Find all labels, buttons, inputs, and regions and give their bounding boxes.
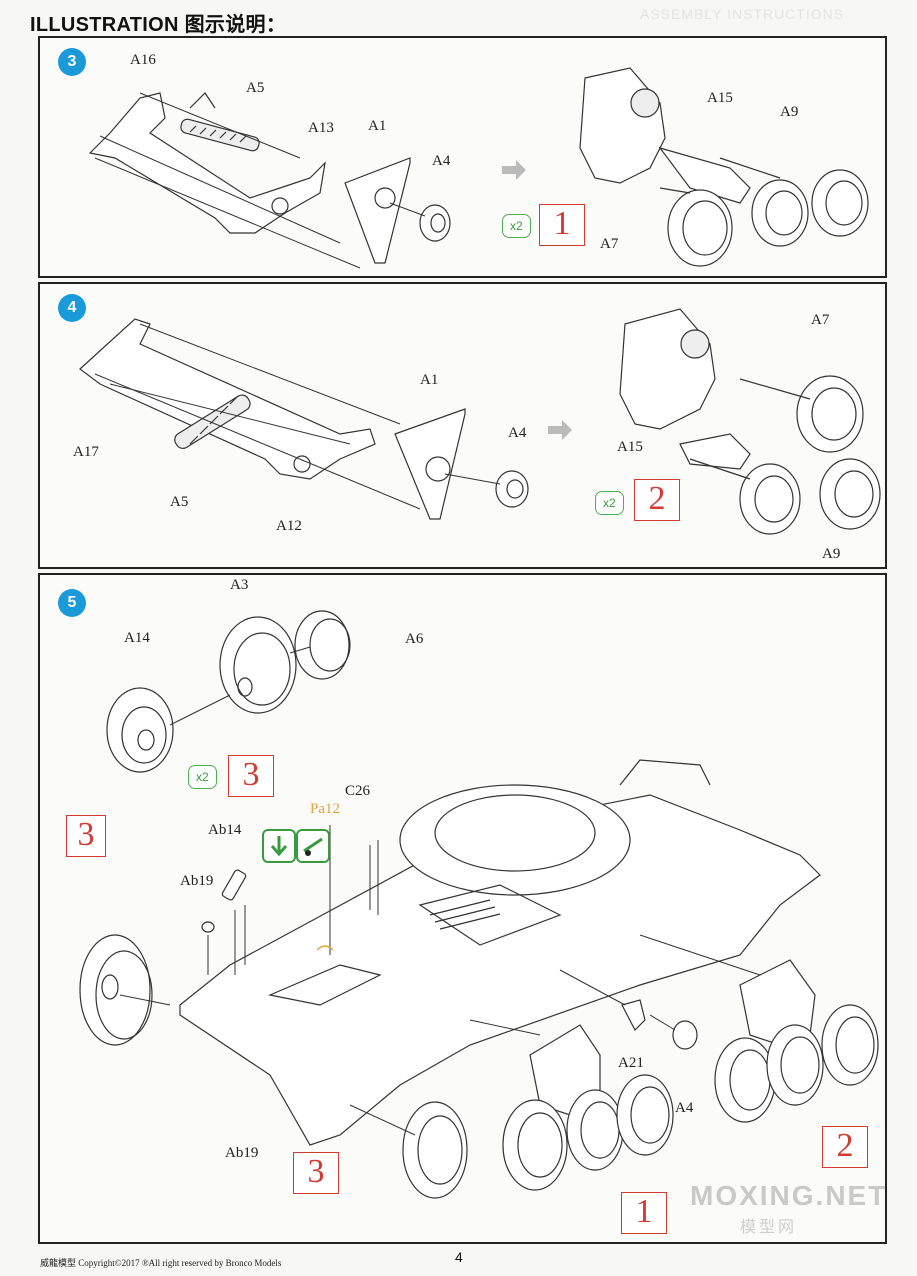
subassembly-number: 2	[634, 479, 680, 521]
part-label-a4: A4	[432, 153, 451, 169]
step-number-badge: 5	[58, 589, 86, 617]
step-3-drawing	[88, 67, 869, 269]
step-4-panel: 4 A17 A5 A12 A1 A4 A7 A15 A9 x2 2	[38, 282, 887, 569]
part-label-a4: A4	[675, 1100, 694, 1116]
part-label-a1: A1	[420, 372, 439, 388]
quantity-badge: x2	[188, 765, 217, 789]
callout-subassembly: 3	[66, 815, 106, 857]
step-5-drawing	[79, 610, 879, 1199]
part-label-a21: A21	[618, 1055, 644, 1071]
part-label-a14: A14	[124, 630, 150, 646]
callout-subassembly: 3	[293, 1152, 339, 1194]
part-label-a9: A9	[780, 104, 799, 120]
part-label-a13: A13	[308, 120, 334, 136]
watermark-subtext: 模型网	[740, 1219, 798, 1236]
page-title: ILLUSTRATION 图示说明：	[30, 14, 287, 36]
step-number-badge: 4	[58, 294, 86, 322]
faded-header-text: ASSEMBLY INSTRUCTIONS	[640, 6, 845, 22]
part-label-a17: A17	[73, 444, 99, 460]
part-label-a15: A15	[707, 90, 733, 106]
step-5-panel: 5 A3 A14 A6 C26 Pa12 Ab14 Ab19 Ab19 A21 …	[38, 573, 887, 1244]
part-label-ab19: Ab19	[180, 873, 214, 889]
part-label-a15: A15	[617, 439, 643, 455]
part-label-c26: C26	[345, 783, 371, 799]
watermark-text: MOXING.NET	[690, 1180, 888, 1211]
callout-subassembly: 1	[621, 1192, 667, 1234]
part-label-a3: A3	[230, 577, 249, 593]
step-4-drawing	[79, 308, 881, 535]
step-3-panel: 3 A16 A5 A13 A1 A4 A15 A9 A7 x2 1	[38, 36, 887, 278]
fold-bend-icon	[296, 829, 330, 863]
part-label-ab19: Ab19	[225, 1145, 259, 1161]
subassembly-number: 3	[228, 755, 274, 797]
page-number: 4	[455, 1249, 463, 1265]
part-label-a7: A7	[600, 236, 619, 252]
part-label-a7: A7	[811, 312, 830, 328]
quantity-badge: x2	[502, 214, 531, 238]
bend-down-icon	[262, 829, 296, 863]
part-label-a4: A4	[508, 425, 527, 441]
part-label-pa12: Pa12	[310, 801, 340, 817]
step-number-badge: 3	[58, 48, 86, 76]
part-label-a9: A9	[822, 546, 841, 562]
copyright-footer: 威龍模型 Copyright©2017 ®All right reserved …	[40, 1258, 282, 1268]
part-label-a5: A5	[170, 494, 189, 510]
part-label-a6: A6	[405, 631, 424, 647]
part-label-a16: A16	[130, 52, 156, 68]
quantity-badge: x2	[595, 491, 624, 515]
part-label-ab14: Ab14	[208, 822, 242, 838]
callout-subassembly: 2	[822, 1126, 868, 1168]
subassembly-number: 1	[539, 204, 585, 246]
part-label-a1: A1	[368, 118, 387, 134]
part-label-a5: A5	[246, 80, 265, 96]
part-label-a12: A12	[276, 518, 302, 534]
